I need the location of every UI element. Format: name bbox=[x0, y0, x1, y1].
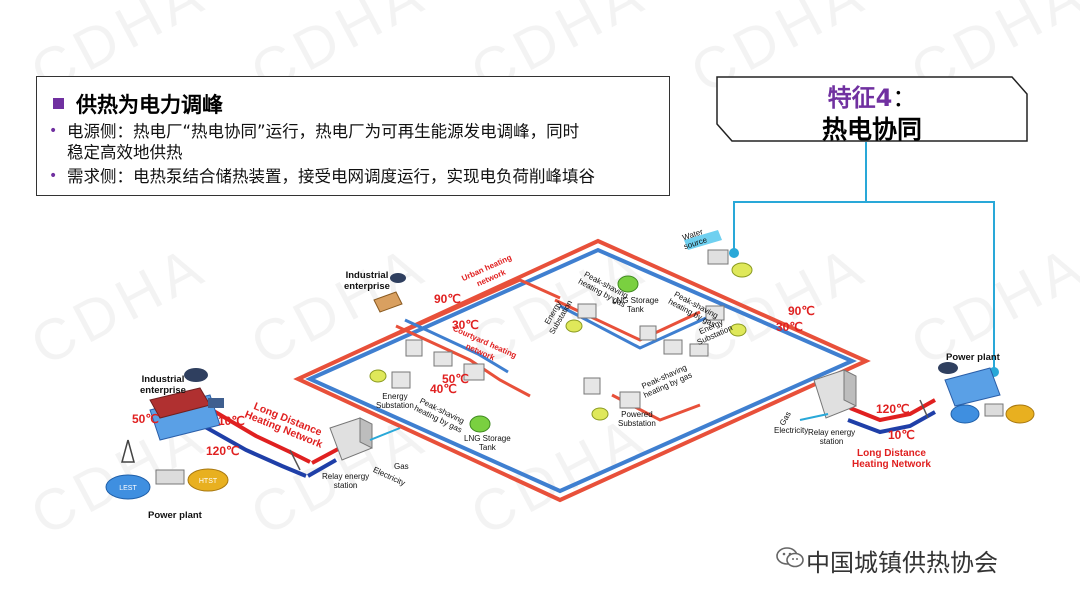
bullet-dot-icon: • bbox=[49, 123, 58, 139]
power-plant-right-label: Power plant bbox=[946, 352, 1000, 363]
feature-connector bbox=[733, 142, 995, 370]
summary-callout: 供热为电力调峰 •电源侧：热电厂“热电协同”运行，热电厂为可再生能源发电调峰，同… bbox=[36, 76, 670, 196]
relay-station-left-icon bbox=[329, 417, 373, 461]
smoke-icon bbox=[938, 362, 958, 374]
temp-50-courtyard: 50℃ bbox=[442, 372, 469, 386]
long-distance-network-right-label: Long Distance Heating Network bbox=[852, 448, 931, 470]
smoke-icon bbox=[390, 273, 406, 283]
temp-90-right: 90℃ bbox=[788, 304, 815, 318]
smoke-icon bbox=[184, 368, 208, 382]
energy-substation-3-label: Energy Substation bbox=[376, 392, 414, 410]
gas-label-left: Gas bbox=[394, 462, 409, 471]
bullet-supply-side-cont: 稳定高效地供热 bbox=[67, 143, 183, 162]
relay-station-right-icon bbox=[813, 369, 857, 419]
power-plant-right-icon bbox=[938, 362, 1035, 424]
temp-120-right: 120℃ bbox=[876, 402, 910, 416]
temp-30-left: 30℃ bbox=[452, 318, 479, 332]
powered-substation-label: Powered Substation bbox=[618, 410, 656, 428]
courtyard-heating-network bbox=[329, 278, 707, 422]
temp-50-long-distance: 50℃ bbox=[132, 412, 159, 426]
temp-30-right: 30℃ bbox=[776, 320, 803, 334]
bullet-supply-side: •电源侧：热电厂“热电协同”运行，热电厂为可再生能源发电调峰，同时 bbox=[49, 122, 580, 141]
bullet-dot-icon: • bbox=[49, 168, 58, 184]
lng-storage-bottom-label: LNG Storage Tank bbox=[464, 434, 511, 452]
relay-station-right-label: Relay energy station bbox=[808, 428, 856, 446]
power-plant-left-label: Power plant bbox=[148, 510, 202, 521]
urban-heating-loop bbox=[293, 238, 871, 503]
industrial-enterprise-left-icon bbox=[149, 387, 224, 419]
pipe-break-icon bbox=[289, 449, 301, 471]
industrial-enterprise-top-icon bbox=[373, 273, 406, 313]
temp-120-long-distance: 120℃ bbox=[206, 444, 240, 458]
pipe-break-icon bbox=[919, 399, 929, 419]
substation-icons bbox=[391, 303, 725, 409]
feature-title: 热电协同 bbox=[821, 115, 922, 144]
gas-line bbox=[799, 413, 829, 421]
gas-line bbox=[369, 427, 401, 441]
lest-label: LEST bbox=[119, 485, 137, 492]
connector-node bbox=[729, 248, 739, 258]
htst-label: HTST bbox=[199, 478, 218, 485]
temp-90-left: 90℃ bbox=[434, 292, 461, 306]
pylon-icon bbox=[121, 439, 135, 463]
electricity-label-right: Electricity bbox=[774, 426, 809, 435]
industrial-enterprise-left-label: Industrial enterprise bbox=[140, 374, 186, 396]
long-distance-network-left bbox=[199, 408, 341, 478]
feature-number: 特征4： bbox=[827, 84, 917, 112]
relay-station-left-label: Relay energy station bbox=[322, 472, 370, 490]
callout-title: 供热为电力调峰 bbox=[53, 89, 223, 119]
temp-40-courtyard: 40℃ bbox=[430, 382, 457, 396]
water-source-icon bbox=[684, 230, 753, 278]
wechat-icon bbox=[776, 547, 804, 568]
feature-box: 特征4： 热电协同 bbox=[716, 76, 1028, 144]
tank-icons bbox=[369, 275, 747, 433]
lng-storage-top-label: LNG Storage Tank bbox=[612, 296, 659, 314]
temp-10-right: 10℃ bbox=[888, 428, 915, 442]
feature-frame bbox=[716, 76, 1028, 142]
industrial-enterprise-top-label: Industrial enterprise bbox=[344, 270, 390, 292]
brand-name: 中国城镇供热协会 bbox=[806, 549, 998, 577]
temp-10-long-distance: 10℃ bbox=[218, 414, 245, 428]
square-bullet-icon bbox=[53, 98, 64, 109]
bullet-demand-side: •需求侧：电热泵结合储热装置，接受电网调度运行，实现电负荷削峰填谷 bbox=[49, 167, 595, 186]
